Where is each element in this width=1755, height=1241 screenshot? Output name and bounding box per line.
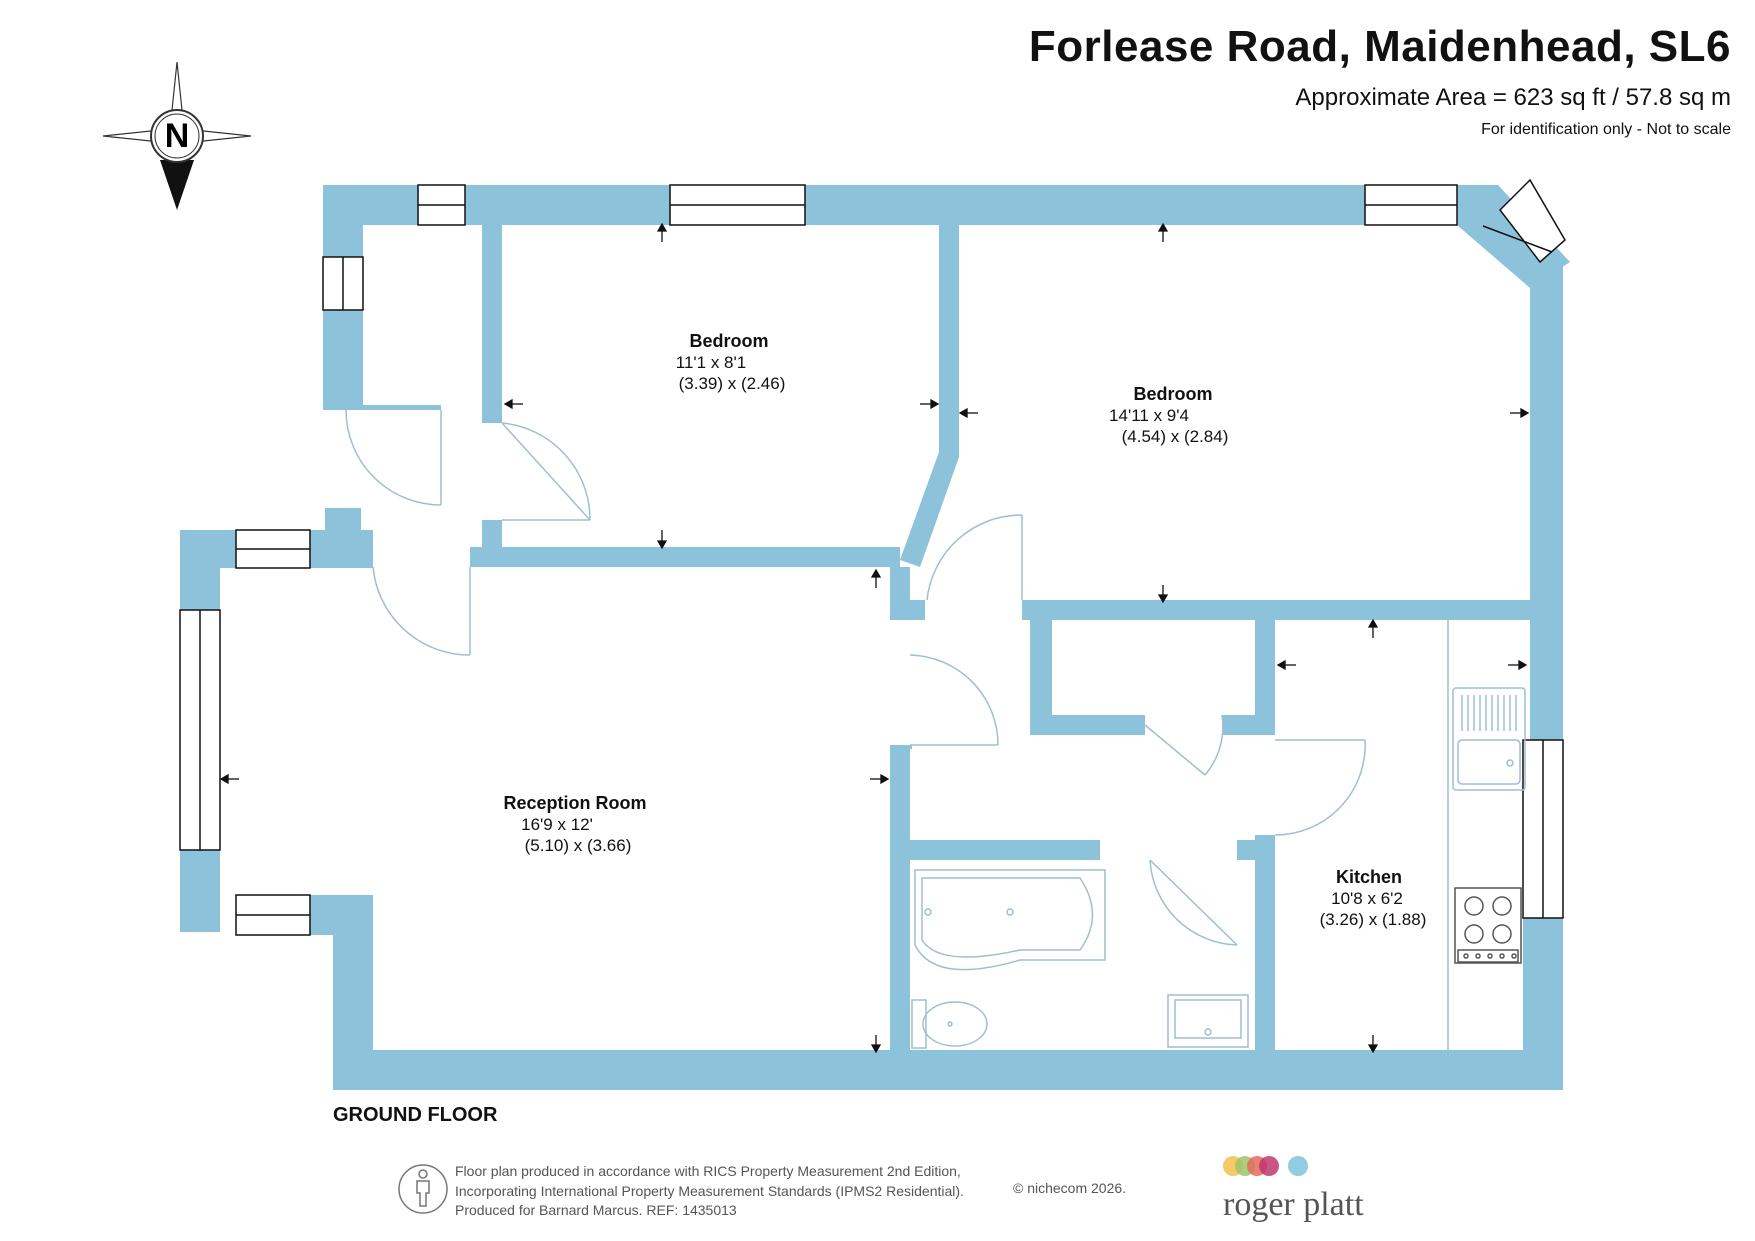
room-name: Bedroom [1133,384,1212,404]
rics-person-icon [398,1164,448,1214]
arrow-left-icon [1276,659,1296,671]
arrow-left-icon [503,398,523,410]
arrow-down-icon [656,530,668,550]
footer-line-1: Floor plan produced in accordance with R… [455,1163,961,1179]
arrow-right-icon [1508,659,1528,671]
logo-dots-icon [1223,1156,1308,1176]
footer-line-2: Incorporating International Property Mea… [455,1182,964,1199]
measurement-arrows [219,222,1530,1054]
bathtub-icon [914,869,1106,971]
arrow-left-icon [958,407,978,419]
sink-icon [1452,687,1526,791]
room-dimensions-imperial: 11'1 x 8'1 [676,353,746,372]
toilet-icon [911,999,988,1049]
room-label-bedroom-2: Bedroom 14'11 x 9'4 (4.54) x (2.84) [1109,384,1228,446]
arrow-right-icon [920,398,940,410]
compass-north-letter: N [165,117,190,155]
arrow-up-icon [1367,618,1379,638]
hob-icon [1454,887,1522,964]
logo-wordmark: roger platt [1223,1186,1364,1223]
room-dimensions-imperial: 14'11 x 9'4 [1109,406,1189,425]
arrow-down-icon [870,1035,882,1054]
arrow-down-icon [1367,1035,1379,1054]
windows [179,178,1566,936]
room-label-reception: Reception Room 16'9 x 12' (5.10) x (3.66… [503,793,646,855]
disclaimer-note: For identification only - Not to scale [1481,121,1731,138]
copyright-notice: © nichecom 2026. [1013,1180,1127,1196]
arrow-down-icon [1157,585,1169,604]
room-dimensions-imperial: 10'8 x 6'2 [1331,889,1403,908]
room-dimensions-metric: (3.26) x (1.88) [1320,910,1427,929]
room-dimensions-metric: (3.39) x (2.46) [679,374,786,393]
room-name: Kitchen [1336,867,1402,887]
footer-line-3: Produced for Barnard Marcus. REF: 143501… [455,1202,737,1218]
door-swings [345,409,1366,946]
arrow-up-icon [656,222,668,242]
room-label-kitchen: Kitchen 10'8 x 6'2 (3.26) x (1.88) [1320,867,1427,929]
room-label-bedroom-1: Bedroom 11'1 x 8'1 (3.39) x (2.46) [676,331,786,393]
arrow-right-icon [870,773,890,785]
arrow-left-icon [219,773,239,785]
room-dimensions-metric: (5.10) x (3.66) [525,836,632,855]
room-dimensions-imperial: 16'9 x 12' [521,815,593,834]
room-name: Bedroom [689,331,768,351]
arrow-up-icon [870,568,882,588]
arrow-right-icon [1510,407,1530,419]
property-title: Forlease Road, Maidenhead, SL6 [1028,22,1731,71]
approximate-area: Approximate Area = 623 sq ft / 57.8 sq m [1295,84,1731,111]
walls [180,185,1570,1090]
basin-icon [1167,994,1249,1048]
room-dimensions-metric: (4.54) x (2.84) [1122,427,1229,446]
fixtures [911,620,1526,1050]
room-name: Reception Room [503,793,646,813]
floor-label: GROUND FLOOR [333,1104,498,1126]
footer-measurement-note: Floor plan produced in accordance with R… [455,1162,964,1221]
compass-icon: N [102,61,252,210]
arrow-up-icon [1157,222,1169,242]
